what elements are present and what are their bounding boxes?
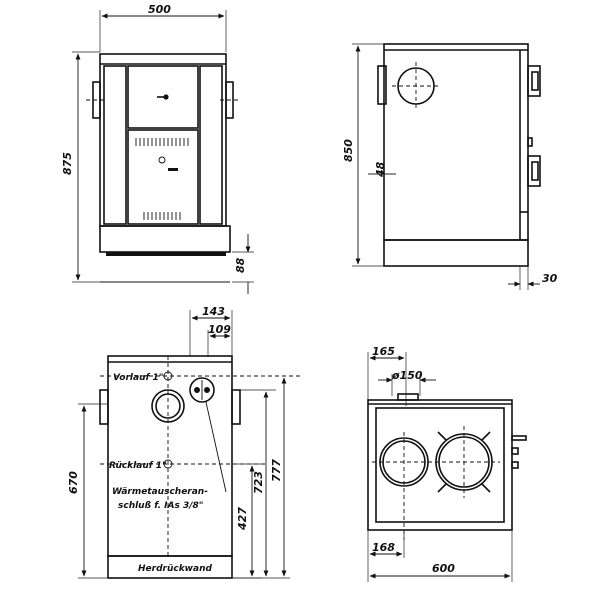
side-body — [383, 43, 529, 241]
top-w168-label: 168 — [372, 541, 395, 554]
front-base-label: 88 — [234, 257, 247, 273]
rear-offset2-label: 109 — [208, 323, 231, 336]
waermetauscher-label-1: Wärmetauscheran- — [112, 487, 208, 497]
ruecklauf-label: Rücklauf 1" — [109, 461, 167, 471]
top-view: 165 ø150 168 — [367, 345, 527, 582]
side-foot-label: 30 — [542, 272, 558, 285]
front-plinth — [99, 225, 231, 253]
rear-h723-label: 723 — [252, 471, 265, 494]
front-height-label: 875 — [61, 152, 74, 175]
lower-door — [127, 129, 199, 225]
herdrueckwand-label: Herdrückwand — [138, 564, 212, 574]
top-w600-label: 600 — [432, 562, 455, 575]
rear-view: 143 109 Vorlauf 1" Rücklauf 1" Wärmetaus… — [67, 305, 300, 579]
rear-h427-label: 427 — [236, 507, 249, 531]
front-body — [99, 53, 227, 227]
top-dia150-label: ø150 — [391, 369, 423, 382]
front-view: 500 875 88 — [61, 3, 254, 294]
rear-h670-label: 670 — [67, 471, 80, 494]
waermetauscher-label-2: schluß f. IAs 3/8" — [118, 501, 203, 511]
side-height-label: 850 — [342, 139, 355, 162]
side-view: 850 48 30 — [342, 43, 558, 290]
front-width-label: 500 — [148, 3, 171, 16]
side-offset-label: 48 — [374, 161, 387, 178]
top-body — [367, 399, 513, 531]
rear-plinth — [107, 555, 233, 579]
upper-door — [127, 65, 199, 129]
top-w165-label: 165 — [372, 345, 395, 358]
side-plinth — [383, 239, 529, 267]
rear-offset1-label: 143 — [202, 305, 225, 318]
rear-h777-label: 777 — [270, 459, 283, 482]
right-handle — [225, 81, 234, 119]
vorlauf-label: Vorlauf 1" — [113, 373, 164, 383]
heat-exchanger-fitting — [189, 377, 215, 403]
